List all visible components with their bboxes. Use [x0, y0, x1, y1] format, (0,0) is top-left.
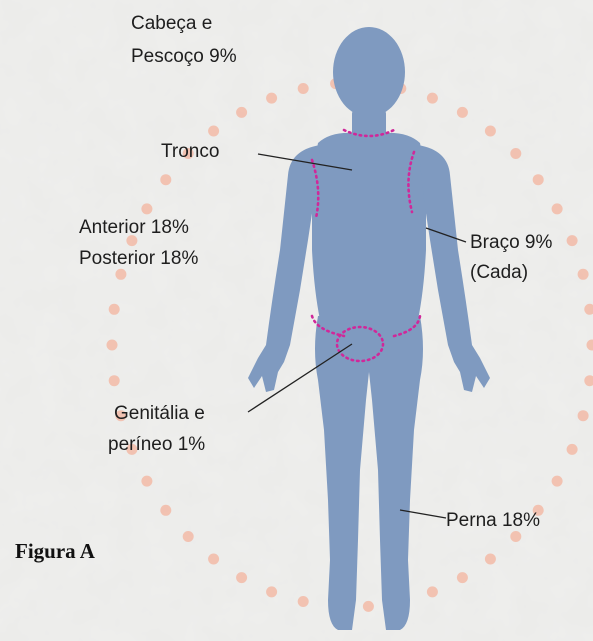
- ring-dot: [578, 269, 589, 280]
- ring-dot: [208, 554, 219, 565]
- ring-dot: [485, 554, 496, 565]
- leg-label: Perna 18%: [446, 508, 540, 533]
- ring-dot: [298, 596, 309, 607]
- arm-label-line1: Braço 9%: [470, 230, 552, 255]
- ring-dot: [427, 93, 438, 104]
- ring-dot: [141, 476, 152, 487]
- ring-dot: [552, 476, 563, 487]
- ring-dot: [510, 148, 521, 159]
- ring-dot: [567, 444, 578, 455]
- ring-dot: [107, 340, 118, 351]
- trunk-posterior-label: Posterior 18%: [79, 246, 198, 271]
- genital-label-line2: períneo 1%: [108, 432, 205, 457]
- trunk-label: Tronco: [161, 139, 219, 164]
- ring-dot: [236, 107, 247, 118]
- ring-dot: [578, 410, 589, 421]
- ring-dot: [141, 203, 152, 214]
- ring-dot: [236, 572, 247, 583]
- ring-dot: [266, 586, 277, 597]
- torso: [312, 133, 426, 320]
- ring-dot: [160, 505, 171, 516]
- ring-dot: [298, 83, 309, 94]
- ring-dot: [457, 572, 468, 583]
- arm-label-line2: (Cada): [470, 260, 528, 285]
- ring-dot: [109, 375, 120, 386]
- head: [333, 27, 405, 117]
- genital-label-line1: Genitália e: [114, 401, 205, 426]
- ring-dot: [485, 126, 496, 137]
- ring-dot: [552, 203, 563, 214]
- ring-dot: [533, 174, 544, 185]
- ring-dot: [427, 586, 438, 597]
- ring-dot: [266, 93, 277, 104]
- head-neck-label-line1: Cabeça e: [131, 11, 212, 36]
- ring-dot: [363, 601, 374, 612]
- head-neck-label-line2: Pescoço 9%: [131, 44, 237, 69]
- ring-dot: [457, 107, 468, 118]
- ring-dot: [160, 174, 171, 185]
- ring-dot: [208, 126, 219, 137]
- trunk-anterior-label: Anterior 18%: [79, 215, 189, 240]
- figure-caption: Figura A: [15, 539, 95, 564]
- ring-dot: [109, 304, 120, 315]
- ring-dot: [567, 235, 578, 246]
- ring-dot: [183, 531, 194, 542]
